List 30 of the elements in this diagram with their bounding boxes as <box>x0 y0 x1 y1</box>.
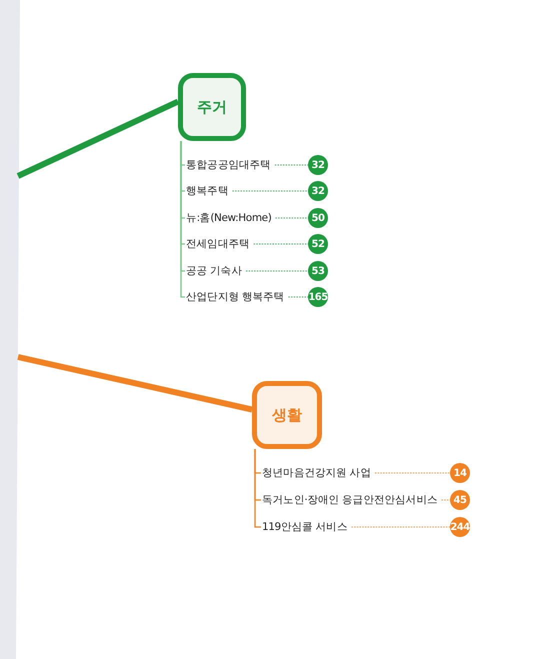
page-number-badge: 50 <box>308 208 328 228</box>
category-box: 생활 <box>252 381 322 449</box>
list-item-text: 독거노인·장애인 응급안전안심서비스 <box>262 493 438 507</box>
list-item-text: 청년마음건강지원 사업 <box>262 466 371 480</box>
list-item-text: 행복주택 <box>186 184 228 198</box>
list-item-text: 뉴:홈(New:Home) <box>186 211 272 225</box>
list-item-text: 산업단지형 행복주택 <box>186 290 284 304</box>
tree-connector <box>180 141 185 298</box>
page-number-badge: 45 <box>450 490 470 510</box>
page-number-badge: 165 <box>308 287 328 307</box>
dotted-leader <box>274 164 308 166</box>
tree-connector <box>254 449 261 528</box>
page-number-badge: 14 <box>450 463 470 483</box>
dotted-leader <box>288 296 308 298</box>
list-item-text: 전세임대주택 <box>186 237 250 251</box>
branch-line <box>17 354 253 412</box>
page-number-badge: 32 <box>308 155 328 175</box>
list-item-text: 공공 기숙사 <box>186 264 242 278</box>
dotted-leader <box>246 270 308 272</box>
dotted-leader <box>351 526 450 528</box>
dotted-leader <box>374 472 450 474</box>
page-number-badge: 32 <box>308 181 328 201</box>
list-item-text: 통합공공임대주택 <box>186 158 271 172</box>
page-number-badge: 244 <box>450 517 470 537</box>
dotted-leader <box>232 190 308 192</box>
list-item-text: 119안심콜 서비스 <box>262 520 348 534</box>
category-box: 주거 <box>178 73 246 141</box>
page-number-badge: 52 <box>308 234 328 254</box>
page-number-badge: 53 <box>308 261 328 281</box>
branch-line <box>16 98 180 179</box>
